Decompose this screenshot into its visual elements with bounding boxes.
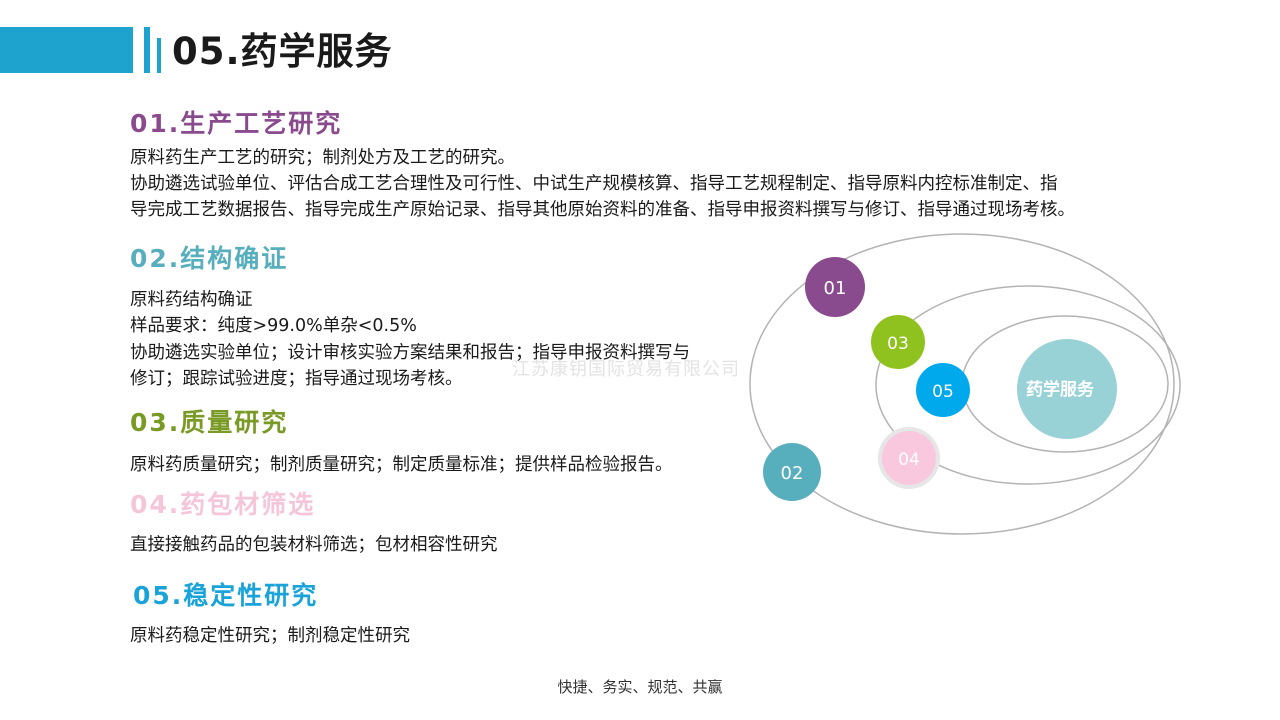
node-03	[871, 315, 925, 369]
section-02-title: 02.结构确证	[130, 244, 289, 273]
section-02-line-4: 修订；跟踪试验进度；指导通过现场考核。	[130, 369, 463, 389]
node-02	[763, 443, 821, 501]
center-label: 药学服务	[1026, 379, 1095, 400]
section-01-title: 01.生产工艺研究	[130, 109, 343, 138]
section-02-line-2: 样品要求：纯度>99.0%单杂<0.5%	[130, 316, 417, 336]
section-01-line-2: 协助遴选试验单位、评估合成工艺合理性及可行性、中试生产规模核算、指导工艺规程制定…	[130, 174, 1058, 194]
section-05-line-1: 原料药稳定性研究；制剂稳定性研究	[130, 626, 410, 646]
node-03-label: 03	[887, 334, 909, 354]
watermark: 江苏康钥国际贸易有限公司	[512, 359, 740, 380]
node-04	[882, 431, 936, 485]
page-title: 05.药学服务	[172, 30, 393, 73]
footer-slogan: 快捷、务实、规范、共赢	[557, 678, 723, 696]
center-circle	[1017, 339, 1117, 439]
header-accent-bar	[0, 27, 133, 73]
orbit-ring-outer	[749, 233, 1175, 535]
header-accent-stripe	[144, 27, 150, 73]
node-02-label: 02	[781, 463, 804, 484]
node-01-label: 01	[824, 278, 847, 299]
node-05-label: 05	[932, 382, 954, 402]
section-01-line-3: 导完成工艺数据报告、指导完成生产原始记录、指导其他原始资料的准备、指导申报资料撰…	[130, 200, 1075, 220]
header-accent-stripe-small	[157, 38, 161, 73]
section-04-title: 04.药包材筛选	[130, 490, 316, 519]
section-03-title: 03.质量研究	[130, 408, 289, 437]
section-01-line-1: 原料药生产工艺的研究；制剂处方及工艺的研究。	[130, 148, 515, 168]
node-05	[916, 363, 970, 417]
section-04-line-1: 直接接触药品的包装材料筛选；包材相容性研究	[130, 535, 498, 555]
node-04-label: 04	[898, 450, 920, 470]
service-orbit-diagram: 药学服务 01 03 05 04 02	[749, 233, 1181, 535]
section-02-line-3: 协助遴选实验单位；设计审核实验方案结果和报告；指导申报资料撰写与	[130, 343, 690, 363]
section-03-line-1: 原料药质量研究；制剂质量研究；制定质量标准；提供样品检验报告。	[130, 455, 673, 475]
section-05-title: 05.稳定性研究	[133, 581, 319, 610]
orbit-ring-middle	[875, 285, 1181, 485]
section-02-line-1: 原料药结构确证	[130, 290, 253, 310]
node-01	[805, 257, 865, 317]
